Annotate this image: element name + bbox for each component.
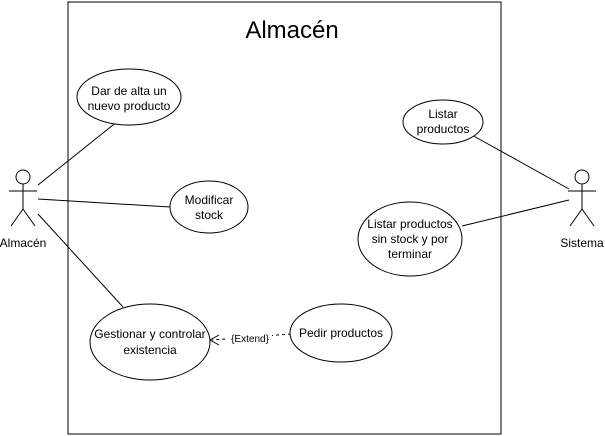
use-case-modificar: Modificar stock bbox=[169, 180, 249, 234]
use-case-gestionar-line-2: existencia bbox=[123, 343, 177, 357]
use-case-gestionar: Gestionar y controlar existencia bbox=[89, 303, 211, 381]
use-case-listar: Listar productos bbox=[402, 99, 484, 145]
use-case-listar-line-1: Listar bbox=[428, 107, 457, 121]
use-case-listar-sin-stock: Listar productos sin stock y por termina… bbox=[357, 201, 463, 277]
use-case-modificar-line-1: Modificar bbox=[185, 193, 234, 207]
actor-almacen: Almacén bbox=[0, 169, 46, 250]
extend-label: {Extend} bbox=[231, 334, 269, 345]
system-title: Almacén bbox=[245, 17, 338, 44]
use-case-listar-line-2: productos bbox=[417, 122, 470, 136]
extend-label-bg bbox=[228, 331, 272, 345]
use-case-listar-sin-stock-line-2: sin stock y por bbox=[372, 232, 449, 246]
actor-almacen-label: Almacén bbox=[0, 236, 46, 250]
extend-line bbox=[211, 333, 292, 341]
assoc-almacen-alta bbox=[37, 116, 124, 186]
use-case-modificar-line-2: stock bbox=[195, 208, 224, 222]
assoc-almacen-modificar bbox=[37, 198, 171, 208]
use-case-alta: Dar de alta un nuevo producto bbox=[76, 68, 182, 126]
actor-almacen-figure-icon bbox=[9, 169, 37, 227]
use-case-pedir: Pedir productos bbox=[289, 303, 393, 363]
actor-sistema: Sistema bbox=[560, 169, 604, 250]
actor-sistema-figure-icon bbox=[568, 169, 596, 227]
assoc-sistema-listar bbox=[469, 133, 570, 190]
assoc-sistema-listar-sin-stock bbox=[461, 199, 570, 227]
use-case-gestionar-line-1: Gestionar y controlar bbox=[94, 327, 205, 341]
actor-sistema-label: Sistema bbox=[560, 236, 604, 250]
use-case-listar-sin-stock-line-3: terminar bbox=[388, 247, 432, 261]
use-case-alta-line-2: nuevo producto bbox=[88, 99, 171, 113]
use-case-listar-sin-stock-line-1: Listar productos bbox=[367, 217, 452, 231]
use-case-pedir-line-1: Pedir productos bbox=[299, 326, 383, 340]
assoc-almacen-gestionar bbox=[37, 213, 124, 308]
use-case-alta-line-1: Dar de alta un bbox=[91, 84, 166, 98]
